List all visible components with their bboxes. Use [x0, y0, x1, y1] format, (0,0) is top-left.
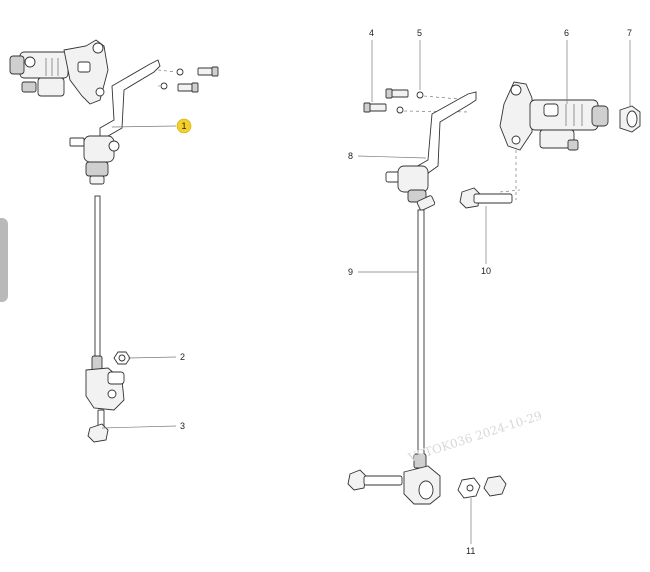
right-level-sensor[interactable]: [499, 81, 609, 151]
callout-9[interactable]: 9: [348, 267, 353, 277]
left-bracket-bolts[interactable]: [157, 66, 219, 93]
side-panel-handle[interactable]: [0, 218, 8, 302]
callout-6[interactable]: 6: [564, 28, 569, 38]
right-nuts[interactable]: [457, 475, 507, 499]
left-bolt[interactable]: [87, 409, 109, 443]
callout-2[interactable]: 2: [180, 352, 185, 362]
right-mounting-bracket[interactable]: [413, 91, 477, 177]
right-lower-bolt[interactable]: [347, 469, 403, 491]
left-assembly: [9, 39, 219, 443]
left-connecting-rod[interactable]: [94, 195, 101, 359]
left-lower-eye-joint[interactable]: [85, 355, 125, 411]
right-lower-eye-joint[interactable]: [403, 453, 441, 505]
assembly-guide-lines: [499, 150, 521, 200]
left-level-sensor[interactable]: [9, 39, 109, 105]
right-connecting-rod[interactable]: [417, 209, 425, 457]
left-mounting-bracket[interactable]: [99, 59, 161, 137]
callout-10[interactable]: 10: [481, 266, 491, 276]
right-upper-link-joint[interactable]: [385, 165, 436, 211]
callout-7[interactable]: 7: [627, 28, 632, 38]
callout-1-highlighted[interactable]: 1: [176, 118, 192, 134]
svg-text:1: 1: [181, 121, 186, 131]
callout-4[interactable]: 4: [369, 28, 374, 38]
callout-5[interactable]: 5: [417, 28, 422, 38]
left-upper-link-joint[interactable]: [69, 135, 120, 185]
callout-3[interactable]: 3: [180, 421, 185, 431]
right-end-cap[interactable]: [619, 105, 641, 133]
callout-8[interactable]: 8: [348, 151, 353, 161]
callout-11[interactable]: 11: [466, 546, 475, 556]
watermark-stamp: VSTOK036 2024-10-29: [406, 408, 544, 465]
callout-leader-lines: [101, 40, 631, 544]
right-long-bolt[interactable]: [459, 187, 513, 209]
left-nut[interactable]: [113, 351, 131, 365]
right-assembly: [347, 81, 641, 505]
